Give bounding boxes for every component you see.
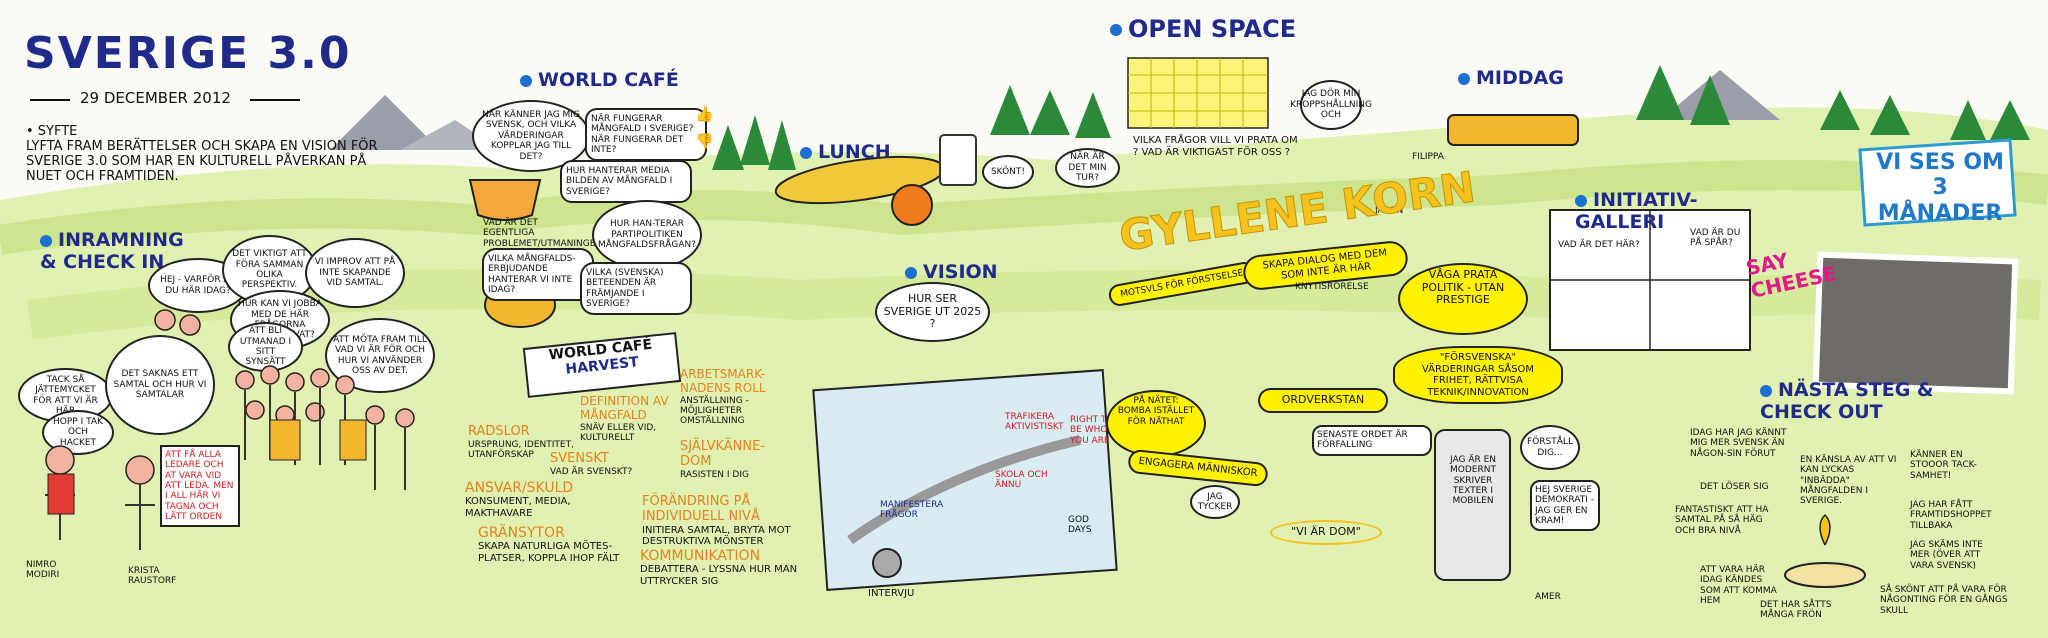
speech-bubble: NÄR ÄR DET MIN TUR? [1055, 148, 1120, 188]
vision-label: SKOLA OCH ÄNNU [995, 470, 1048, 491]
feedback-item: SÅ SKÖNT ATT PÅ VARA FÖR NÅGONTING FÖR E… [1880, 585, 2008, 616]
feedback-item: EN KÄNSLA AV ATT VI KAN LYCKAS "INBÄDDA"… [1800, 455, 1897, 507]
topic-bubble: "VI ÄR DOM" [1270, 520, 1382, 545]
speech-bubble: FÖRSTÅLL DIG... [1520, 425, 1580, 470]
feedback-item: FANTASTISKT ATT HA SAMTAL PÅ SÅ HÄG OCH … [1675, 505, 1769, 536]
syfte-label: • SYFTE [26, 124, 78, 139]
topic-bubble: "FÖRSVENSKA" VÄRDERINGAR SÅSOM FRIHET, R… [1395, 348, 1561, 402]
heading-world-cafe: WORLD CAFÉ [520, 69, 679, 92]
speech-bubble: ATT BLI UTMANAD I SITT SYNSÄTT [228, 322, 303, 372]
feedback-item: ATT VARA HÄR IDAG KÄNDES SOM ATT KOMMA H… [1700, 565, 1777, 607]
speech-bubble: SKÖNT! [982, 155, 1034, 189]
topic-banner: ORDVERKSTAN [1260, 390, 1386, 411]
person-name: AMER [1535, 592, 1561, 602]
bullet-icon [40, 234, 52, 247]
heading-vision: VISION [905, 261, 998, 284]
bullet-icon [520, 74, 532, 87]
question-bubble: VILKA MÅNGFALDS-ERBJUDANDE HANTERAR VI I… [482, 248, 594, 302]
vi-ses-banner: VI SES OM 3 MÅNADER [1876, 150, 2004, 226]
phone-screen-text: JAG ÄR EN MODERNT SKRIVER TEXTER I MOBIL… [1449, 455, 1497, 507]
feedback-item: IDAG HAR JAG KÄNNT MIG MER SVENSK ÄN NÅG… [1690, 428, 1787, 459]
crowd-drawing [45, 309, 415, 550]
heading-nasta-steg: NÄSTA STEG & CHECK OUT [1760, 379, 1934, 423]
vision-label: MANIFESTERA FRÅGOR [880, 500, 944, 521]
bullet-icon [1458, 72, 1470, 85]
syfte-text: LYFTA FRAM BERÄTTELSER OCH SKAPA EN VISI… [26, 138, 378, 184]
feedback-item: JAG SKÄMS INTE MER (ÖVER ATT VARA SVENSK… [1910, 540, 1983, 571]
open-space-question: VILKA FRÅGOR VILL VI PRATA OM ? VAD ÄR V… [1133, 135, 1298, 158]
question-bubble: VILKA (SVENSKA) BETEENDEN ÄR FRÄMJANDE I… [580, 262, 692, 316]
note-bubble: SENASTE ORDET ÄR FÖRFALLING [1312, 425, 1432, 456]
gallery-note: VAD ÄR DU PÅ SPÅR? [1690, 228, 1741, 249]
topic-bubble: VÅGA PRATA POLITIK - UTAN PRESTIGE [1400, 265, 1526, 333]
question-bubble: VAD ÄR DET EGENTLIGA PROBLEMET/UTMANINGE… [483, 218, 607, 249]
date-label: 29 DECEMBER 2012 [80, 89, 231, 107]
feedback-item: DET HAR SÅTTS MÅNGA FRÖN [1760, 600, 1832, 621]
question-bubble: NÄR FUNGERAR MÅNGFALD I SVERIGE? NÄR FUN… [585, 108, 707, 162]
vision-label: TRAFIKERA AKTIVISTISKT [1005, 412, 1064, 433]
question-bubble: HUR HANTERAR MEDIA BILDEN AV MÅNGFALD I … [560, 160, 692, 204]
sign-note: ATT FÅ ALLA LEDARE OCH AT VARA VID ATT L… [160, 445, 240, 528]
heading-initiativ: INITIATIV-GALLERI [1575, 189, 1698, 233]
interview-label: INTERVJU [868, 588, 915, 599]
vision-label: GOD DAYS [1068, 515, 1092, 536]
heading-inramning: INRAMNING & CHECK IN [40, 229, 184, 273]
speech-bubble: JAG DÖR MIN KROPPSHÅLLNING OCH [1290, 80, 1372, 130]
vision-label: RIGHT TO BE WHO YOU ARE [1070, 415, 1114, 446]
person-name: NIMRO MODIRI [26, 560, 60, 581]
feedback-item: JAG HAR FÅTT FRAMTIDSHOPPET TILLBAKA [1910, 500, 1992, 531]
main-title: SVERIGE 3.0 [24, 28, 352, 79]
bullet-icon [1110, 24, 1122, 36]
feedback-item: DET LÖSER SIG [1700, 482, 1769, 492]
speech-bubble: JAG TYCKER [1190, 485, 1240, 519]
feedback-item: KÄNNER EN STOOOR TACK-SAMHET! [1910, 450, 1977, 481]
microphone-icon [872, 548, 902, 578]
question-bubble: HUR HAN-TERAR PARTIPOLITIKEN MÅNGFALDSFR… [592, 200, 702, 270]
person-name: FILIPPA [1412, 152, 1444, 162]
bullet-icon [1760, 384, 1772, 397]
heading-middag: MIDDAG [1458, 67, 1564, 90]
syfte-block: • SYFTE LYFTA FRAM BERÄTTELSER OCH SKAPA… [26, 124, 386, 185]
bullet-icon [1575, 194, 1587, 207]
bullet-icon [800, 146, 812, 159]
topic-bubble: PÅ NÄTET: BOMBA ISTÄLLET FÖR NÄTHAT [1108, 392, 1204, 455]
knytis-label: KNYTISRÖRELSE [1295, 282, 1369, 292]
note-bubble: HEJ SVERIGE DEMOKRATI - JAG GER EN KRAM! [1530, 480, 1600, 532]
bullet-icon [905, 266, 917, 279]
heading-open-space: OPEN SPACE [1110, 15, 1296, 44]
thumbs-down-icon: 👎 [695, 132, 714, 150]
vision-question-bubble: HUR SER SVERIGE UT 2025 ? [875, 282, 990, 342]
thumbs-up-icon: 👍 [695, 105, 714, 123]
gallery-note: VAD ÄR DET HÄR? [1558, 240, 1640, 250]
heading-lunch: LUNCH [800, 141, 891, 164]
person-name: KRISTA RAUSTORF [128, 566, 177, 587]
speech-bubble: DET SAKNAS ETT SAMTAL OCH HUR VI SAMTALA… [105, 335, 215, 435]
person-name: JASON [1375, 206, 1404, 216]
speech-bubble: VI IMPROV ATT PÅ INTE SKAPANDE VID SAMTA… [305, 238, 405, 308]
